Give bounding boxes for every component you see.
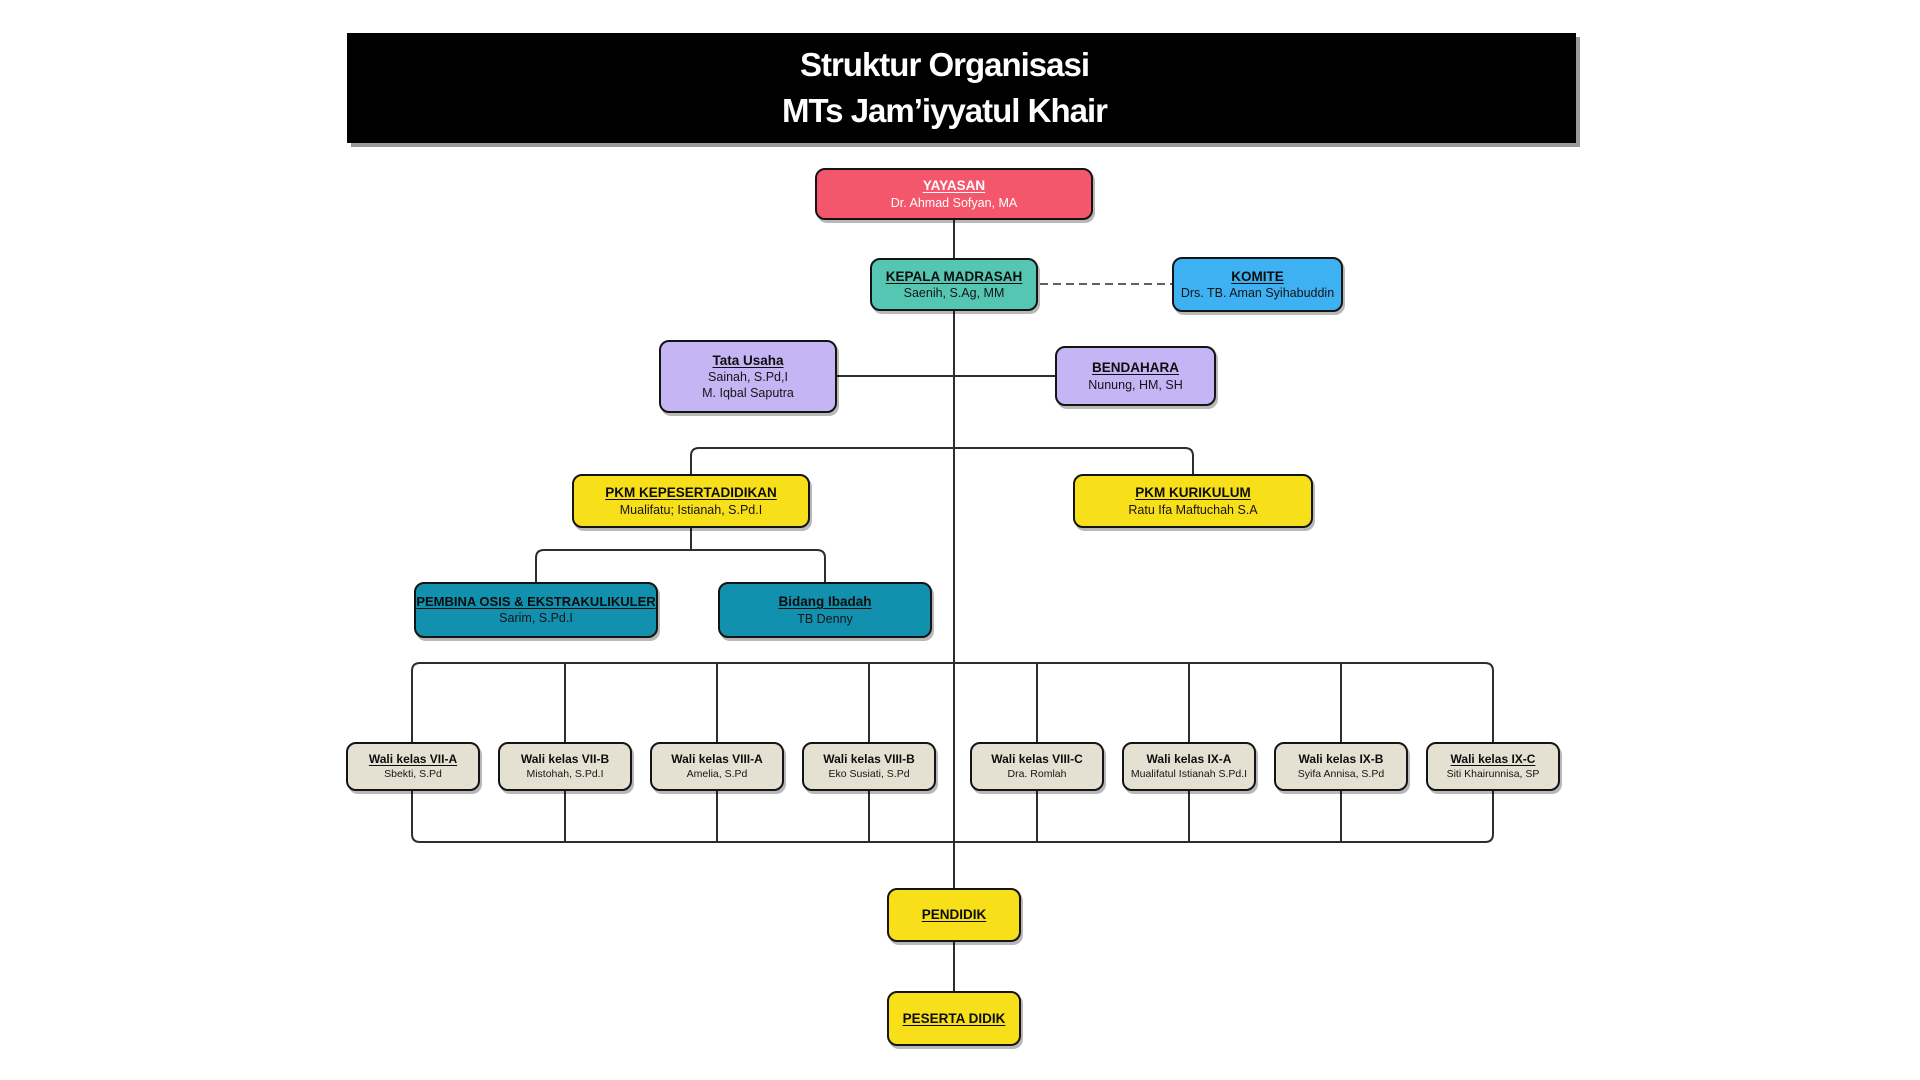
chart-title-line2: MTs Jam’iyyatul Khair [781,92,1108,129]
node-peserta-didik: PESERTA DIDIK [887,991,1021,1046]
node-wali-kelas-viii-b: Wali kelas VIII-B Eko Susiati, S.Pd [802,742,936,791]
node-subtitle: Sainah, S.Pd,I [708,370,788,385]
node-subtitle: Amelia, S.Pd [686,767,748,780]
node-title: Wali kelas VII-B [520,751,610,766]
node-subtitle: Mualifatu; Istianah, S.Pd.I [619,502,763,517]
node-yayasan: YAYASAN Dr. Ahmad Sofyan, MA [815,168,1093,220]
node-title: PESERTA DIDIK [902,1010,1006,1026]
node-wali-kelas-vii-a: Wali kelas VII-A Sbekti, S.Pd [346,742,480,791]
connector-wali-bottom-rail [411,791,1494,843]
chart-title-line1: Struktur Organisasi [799,46,1090,83]
node-subtitle: Siti Khairunnisa, SP [1446,767,1540,780]
node-subtitle: Nunung, HM, SH [1088,377,1183,392]
node-tata-usaha: Tata Usaha Sainah, S.Pd,I M. Iqbal Saput… [659,340,837,413]
connector-pembina-bidang-branch [535,528,826,582]
node-title: Wali kelas IX-B [1298,751,1384,766]
node-kepala-madrasah: KEPALA MADRASAH Saenih, S.Ag, MM [870,258,1038,311]
node-komite: KOMITE Drs. TB. Aman Syihabuddin [1172,257,1343,312]
node-bendahara: BENDAHARA Nunung, HM, SH [1055,346,1216,406]
connector-pkm-branch [690,447,1194,474]
node-subtitle: Drs. TB. Aman Syihabuddin [1180,286,1335,301]
node-title: Bidang Ibadah [778,594,872,610]
node-subtitle: Saenih, S.Ag, MM [903,286,1005,301]
node-title: BENDAHARA [1092,360,1179,376]
node-subtitle: Ratu Ifa Maftuchah S.A [1128,502,1258,517]
node-pkm-kepesertadidikan: PKM KEPESERTADIDIKAN Mualifatu; Istianah… [572,474,810,528]
node-title: Tata Usaha [712,352,784,368]
node-subtitle: Mualifatul Istianah S.Pd.I [1130,767,1248,780]
node-title: Wali kelas IX-A [1146,751,1232,766]
node-wali-kelas-viii-c: Wali kelas VIII-C Dra. Romlah [970,742,1104,791]
node-title: Wali kelas VIII-A [671,751,763,766]
node-title: PEMBINA OSIS & EKSTRAKULIKULER [416,593,656,609]
node-subtitle: Sarim, S.Pd.I [499,611,573,626]
node-title: Wali kelas VIII-B [823,751,915,766]
node-title: PENDIDIK [921,907,987,923]
node-subtitle: Mistohah, S.Pd.I [526,767,604,780]
chart-title-banner: Struktur Organisasi MTs Jam’iyyatul Khai… [347,33,1576,143]
node-pembina-osis-ekstrakulikuler: PEMBINA OSIS & EKSTRAKULIKULER Sarim, S.… [414,582,658,638]
node-wali-kelas-vii-b: Wali kelas VII-B Mistohah, S.Pd.I [498,742,632,791]
node-subtitle: Eko Susiati, S.Pd [828,767,910,780]
node-title: Wali kelas VII-A [368,751,458,766]
node-subtitle-2: M. Iqbal Saputra [702,386,794,401]
node-title: YAYASAN [922,178,986,194]
node-pkm-kurikulum: PKM KURIKULUM Ratu Ifa Maftuchah S.A [1073,474,1313,528]
node-pendidik: PENDIDIK [887,888,1021,942]
node-wali-kelas-ix-c: Wali kelas IX-C Siti Khairunnisa, SP [1426,742,1560,791]
node-title: KEPALA MADRASAH [885,268,1023,284]
node-subtitle: Syifa Annisa, S.Pd [1297,767,1385,780]
node-title: KOMITE [1231,268,1284,284]
node-subtitle: TB Denny [797,611,853,626]
connector-wali-top-rail [411,662,1494,742]
node-subtitle: Sbekti, S.Pd [384,767,442,780]
node-bidang-ibadah: Bidang Ibadah TB Denny [718,582,932,638]
node-title: PKM KURIKULUM [1135,485,1251,501]
node-wali-kelas-viii-a: Wali kelas VIII-A Amelia, S.Pd [650,742,784,791]
node-title: Wali kelas IX-C [1450,751,1536,766]
node-subtitle: Dra. Romlah [1007,767,1067,780]
node-wali-kelas-ix-a: Wali kelas IX-A Mualifatul Istianah S.Pd… [1122,742,1256,791]
node-title: PKM KEPESERTADIDIKAN [605,485,777,501]
node-subtitle: Dr. Ahmad Sofyan, MA [890,195,1018,210]
node-wali-kelas-ix-b: Wali kelas IX-B Syifa Annisa, S.Pd [1274,742,1408,791]
node-title: Wali kelas VIII-C [991,751,1083,766]
